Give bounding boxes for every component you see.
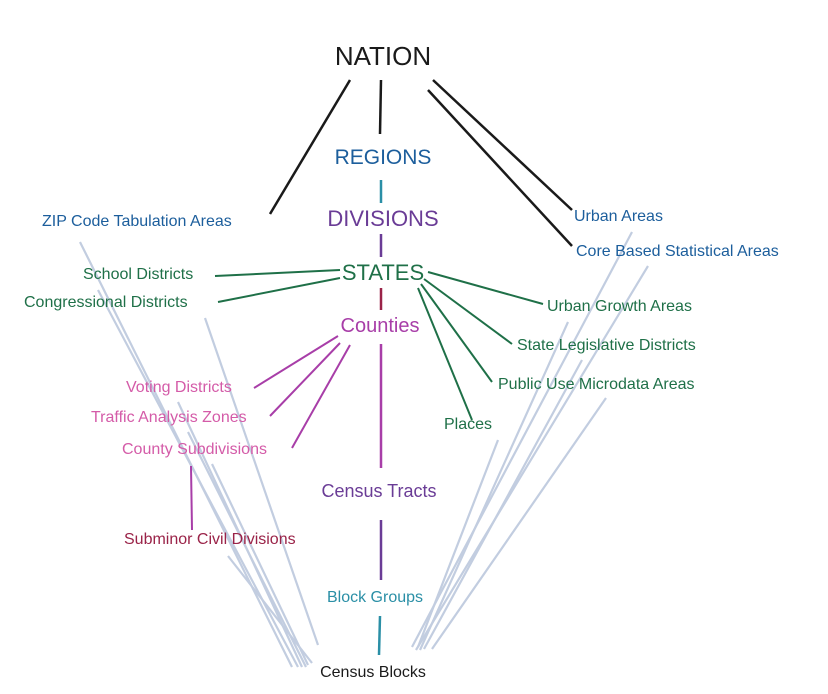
- connector-nation-cbsa: [427, 89, 573, 247]
- node-states: STATES: [341, 260, 425, 285]
- connector-counties-countysub: [291, 344, 351, 449]
- connector-nation-urban: [432, 79, 573, 211]
- node-urban-areas: Urban Areas: [574, 208, 663, 225]
- node-cbsa: Core Based Statistical Areas: [576, 243, 779, 260]
- node-census-blocks: Census Blocks: [320, 664, 426, 681]
- connector-countysub-subminor: [190, 465, 193, 531]
- connector-places-blocks: [416, 439, 500, 648]
- connector-countysub-blocks: [211, 463, 309, 666]
- connector-states-congress: [217, 277, 341, 303]
- connector-nation-zcta: [268, 79, 352, 215]
- connector-sld-blocks: [423, 359, 583, 650]
- node-puma: Public Use Microdata Areas: [498, 376, 695, 393]
- node-school-districts: School Districts: [83, 266, 194, 283]
- connector-traffic-blocks: [187, 431, 307, 668]
- node-congressional-districts: Congressional Districts: [24, 294, 188, 311]
- node-regions: REGIONS: [334, 146, 432, 169]
- connector-states-puma: [420, 283, 493, 383]
- node-traffic-analysis-zones: Traffic Analysis Zones: [91, 409, 247, 426]
- node-voting-districts: Voting Districts: [126, 379, 232, 396]
- connector-ugrowth-blocks: [418, 321, 570, 651]
- node-counties: Counties: [340, 315, 420, 337]
- node-census-tracts: Census Tracts: [321, 481, 437, 501]
- connector-blockgroups-blocks: [377, 615, 382, 656]
- connector-states-places: [417, 287, 473, 421]
- connector-school-blocks: [97, 289, 299, 668]
- node-block-groups: Block Groups: [326, 589, 424, 606]
- connector-congress-blocks: [203, 317, 320, 646]
- node-subminor-civil-divisions: Subminor Civil Divisions: [124, 531, 296, 548]
- connector-nation-regions: [378, 79, 383, 135]
- connector-subminor-blocks: [227, 555, 313, 664]
- connector-states-sld: [423, 278, 513, 345]
- connector-urban-blocks: [411, 231, 633, 648]
- node-urban-growth-areas: Urban Growth Areas: [547, 298, 692, 315]
- connector-counties-voting: [253, 335, 339, 389]
- node-places: Places: [444, 416, 493, 433]
- connector-counties-traffic: [269, 342, 341, 417]
- node-divisions: DIVISIONS: [327, 206, 439, 231]
- node-state-legislative-districts: State Legislative Districts: [517, 337, 696, 354]
- node-county-subdivisions: County Subdivisions: [122, 441, 267, 458]
- connector-puma-blocks: [431, 397, 607, 650]
- census-blocks-left-connectors: [79, 241, 320, 668]
- census-blocks-right-connectors: [411, 231, 649, 651]
- connector-cbsa-blocks: [415, 265, 649, 651]
- node-nation: NATION: [334, 41, 432, 71]
- nation-connectors: [268, 79, 573, 247]
- node-zcta: ZIP Code Tabulation Areas: [42, 213, 232, 230]
- counties-connectors: [190, 335, 351, 531]
- states-connectors: [214, 269, 544, 421]
- connector-states-ugrowth: [427, 271, 544, 305]
- connector-states-school: [214, 269, 341, 277]
